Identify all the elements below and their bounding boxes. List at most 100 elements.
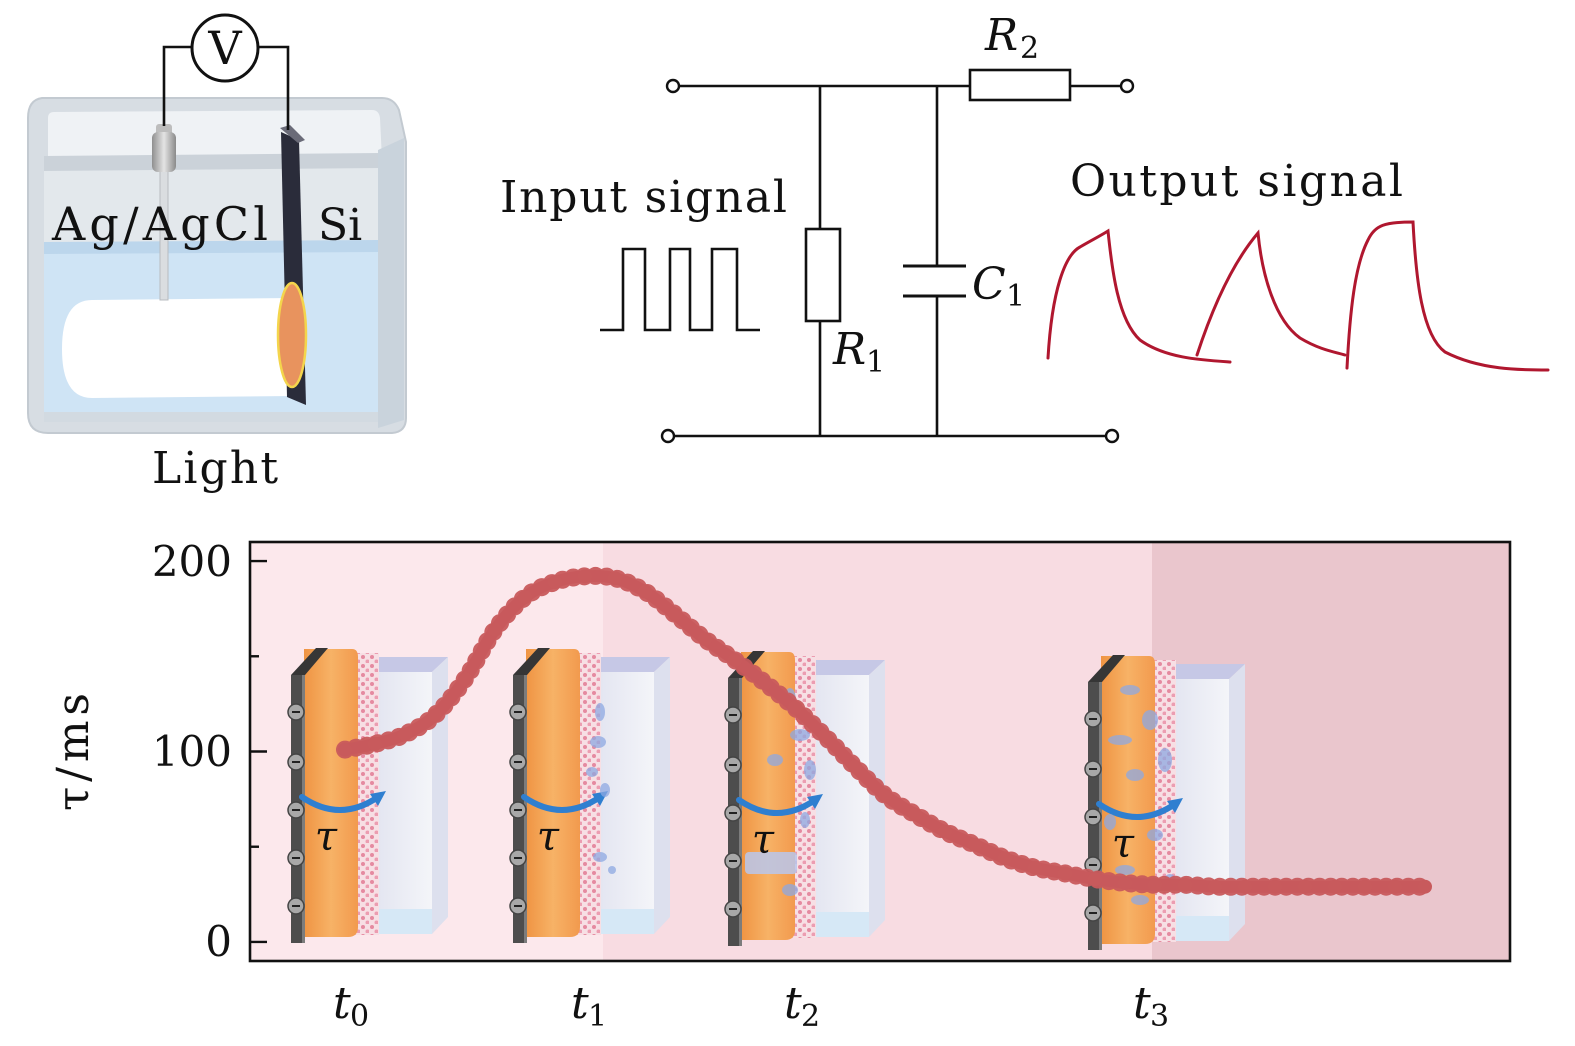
beaker-front-rim bbox=[44, 153, 380, 171]
tau-chart: τ τ τ τ 0 100 200 τ/ms t 0 t 1 t 2 t 3 bbox=[48, 537, 1512, 1034]
plot-frame bbox=[248, 540, 1512, 963]
data-point bbox=[1058, 866, 1072, 881]
output-waveform bbox=[1046, 220, 1550, 372]
data-point bbox=[818, 729, 832, 744]
x-tick-sub-t0: 0 bbox=[350, 999, 369, 1034]
wire-silicon bbox=[258, 45, 290, 130]
input-terminal-top bbox=[665, 78, 681, 94]
data-point bbox=[1358, 879, 1372, 894]
data-point bbox=[398, 727, 412, 742]
resistor-r2 bbox=[968, 68, 1072, 102]
input-signal-label: Input signal bbox=[500, 172, 787, 223]
data-point bbox=[968, 837, 982, 852]
data-point bbox=[1238, 879, 1252, 894]
data-point bbox=[998, 851, 1012, 866]
data-point bbox=[698, 632, 712, 647]
data-point bbox=[1178, 877, 1192, 892]
data-point bbox=[1118, 875, 1132, 890]
input-terminal-bottom bbox=[660, 428, 676, 444]
inset-t1-blue-spots bbox=[586, 703, 616, 874]
c1-label: C bbox=[972, 259, 1006, 310]
data-point bbox=[1298, 879, 1312, 894]
inset-t3-blue-spots bbox=[1104, 685, 1176, 905]
data-point bbox=[458, 672, 472, 687]
data-point bbox=[908, 807, 922, 822]
inset-tau-label-t1: τ bbox=[537, 814, 560, 860]
data-point bbox=[758, 675, 772, 690]
reference-electrode-cap bbox=[152, 132, 176, 172]
beaker-front-upper bbox=[44, 165, 378, 245]
data-point bbox=[638, 584, 652, 599]
beaker-side-face bbox=[378, 138, 404, 428]
data-point bbox=[1388, 879, 1402, 894]
wire-reference bbox=[162, 45, 192, 126]
series-layer bbox=[336, 566, 1434, 896]
y-tick-label-100: 100 bbox=[152, 727, 232, 776]
capacitor-c1 bbox=[903, 264, 966, 298]
r1-subscript: 1 bbox=[866, 345, 885, 380]
data-point bbox=[1328, 879, 1342, 894]
inset-panel-t0 bbox=[288, 648, 448, 943]
data-point bbox=[608, 571, 622, 586]
data-point bbox=[1088, 872, 1102, 887]
equivalent-circuit: R 2 R 1 C 1 Input signal Output signal bbox=[500, 10, 1550, 444]
x-tick-label-t0: t bbox=[333, 978, 351, 1029]
data-point bbox=[1028, 860, 1042, 875]
illuminated-spot bbox=[276, 281, 308, 389]
x-tick-sub-t3: 3 bbox=[1150, 999, 1169, 1034]
voltmeter bbox=[190, 13, 260, 83]
inset-tau-label-t0: τ bbox=[315, 814, 338, 860]
data-point bbox=[1268, 879, 1282, 894]
output-terminal-top bbox=[1119, 78, 1135, 94]
input-square-wave bbox=[600, 247, 760, 332]
output-terminal-bottom bbox=[1104, 428, 1120, 444]
beaker-bottom bbox=[44, 412, 378, 422]
data-point bbox=[848, 759, 862, 774]
x-tick-sub-t1: 1 bbox=[588, 999, 607, 1034]
data-point bbox=[1148, 877, 1162, 892]
resistor-r1 bbox=[804, 227, 842, 323]
x-tick-sub-t2: 2 bbox=[801, 999, 820, 1034]
working-electrode-label: Si bbox=[318, 200, 362, 251]
reference-electrode-label: Ag/AgCl bbox=[51, 197, 268, 251]
x-tick-label-t2: t bbox=[784, 978, 802, 1029]
output-pulse-3 bbox=[1345, 220, 1550, 372]
data-point bbox=[338, 742, 352, 757]
light-label: Light bbox=[152, 443, 278, 494]
data-point bbox=[518, 590, 532, 605]
x-tick-label-t1: t bbox=[571, 978, 589, 1029]
data-point bbox=[368, 736, 382, 751]
r2-subscript: 2 bbox=[1020, 31, 1039, 66]
inset-tau-label-t2: τ bbox=[752, 817, 775, 863]
light-beam bbox=[62, 298, 292, 398]
y-tick-label-200: 200 bbox=[152, 537, 232, 586]
data-point bbox=[1418, 879, 1432, 894]
x-tick-label-t3: t bbox=[1133, 978, 1151, 1029]
data-point bbox=[878, 788, 892, 803]
inset-panel-t3 bbox=[1085, 655, 1245, 950]
data-point bbox=[488, 622, 502, 637]
data-point bbox=[548, 575, 562, 589]
data-point bbox=[788, 700, 802, 715]
y-tick-label-0: 0 bbox=[205, 917, 232, 966]
electrochemical-cell: V Ag/AgCl Si Light bbox=[27, 13, 407, 494]
output-pulse-1 bbox=[1046, 228, 1232, 364]
data-point bbox=[938, 824, 952, 839]
c1-subscript: 1 bbox=[1006, 279, 1025, 314]
data-point bbox=[728, 653, 742, 668]
voltmeter-label: V bbox=[207, 21, 242, 75]
data-point bbox=[1208, 879, 1222, 894]
r2-label: R bbox=[984, 10, 1018, 61]
output-pulse-2 bbox=[1195, 229, 1347, 357]
y-axis-label: τ/ms bbox=[48, 693, 99, 811]
inset-panel-t2 bbox=[725, 651, 885, 946]
y-axis-ticks bbox=[250, 559, 267, 944]
inset-tau-label-t3: τ bbox=[1112, 821, 1135, 867]
inset-panel-t1 bbox=[510, 648, 670, 943]
data-point bbox=[578, 569, 592, 584]
output-signal-label: Output signal bbox=[1070, 156, 1403, 207]
r1-label: R bbox=[832, 324, 866, 375]
silicon-electrode-top bbox=[280, 125, 305, 143]
data-point bbox=[428, 708, 442, 723]
